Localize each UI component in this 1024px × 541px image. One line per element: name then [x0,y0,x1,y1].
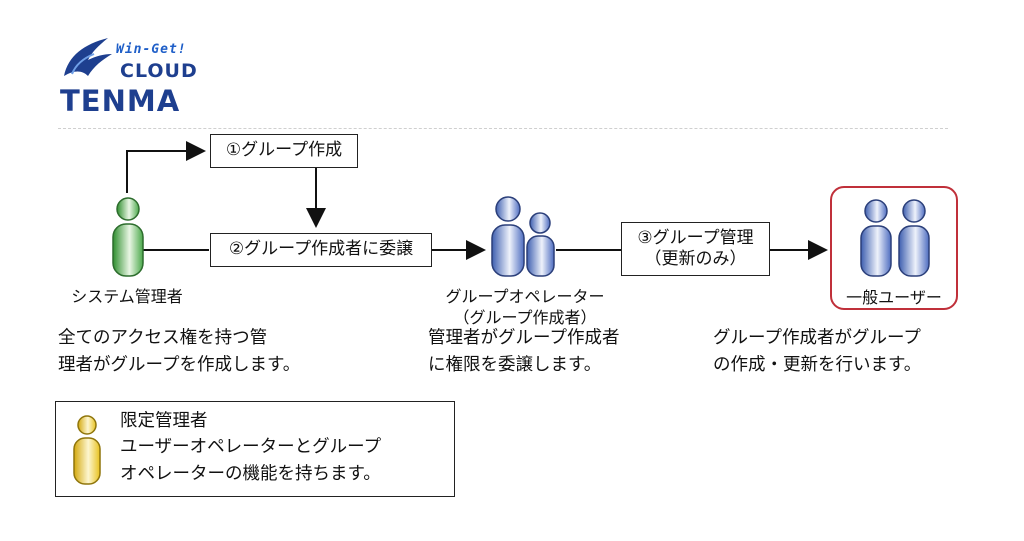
user-description-line1: グループ作成者がグループ [713,328,921,348]
admin-description-line1: 全てのアクセス権を持つ管 [58,328,268,348]
operator-description-line2: に権限を委譲します。 [428,355,602,376]
arrow-admin-to-step1 [126,141,206,193]
legend-text: 限定管理者 ユーザーオペレーターとグループ オペレーターの機能を持ちます。 [120,408,381,487]
step1-label: ①グループ作成 [225,140,343,161]
system-admin-label: システム管理者 [71,287,183,306]
group-operator-label-line2: （グループ作成者） [453,308,597,327]
group-operator-people-icon [491,196,555,277]
step3-label-line2: （更新のみ） [644,249,747,269]
limited-admin-person-icon [73,415,101,485]
legend-box: 限定管理者 ユーザーオペレーターとグループ オペレーターの機能を持ちます。 [55,401,455,497]
admin-description: 全てのアクセス権を持つ管 理者がグループを作成します。 [58,325,300,379]
header-divider [58,128,948,129]
legend-line1: ユーザーオペレーターとグループ [120,437,382,458]
general-user-box: 一般ユーザー [830,186,958,310]
logo: Win-Get! CLOUD TENMA [58,36,218,118]
step2-delegate-box: ②グループ作成者に委譲 [210,233,432,267]
logo-tenma: TENMA [60,84,181,118]
system-admin-person-icon [112,197,144,277]
general-user-label: 一般ユーザー [846,288,942,307]
logo-cloud: CLOUD [120,60,198,82]
group-operator-label-line1: グループオペレーター [445,287,605,306]
operator-description-line1: 管理者がグループ作成者 [428,328,620,348]
general-users-people-icon [860,199,930,277]
pegasus-logo-icon [64,38,112,76]
step3-label-line1: ③グループ管理 [637,227,754,248]
step1-create-group-box: ①グループ作成 [210,134,358,168]
operator-description: 管理者がグループ作成者 に権限を委譲します。 [428,325,619,379]
legend-title: 限定管理者 [120,411,208,431]
legend-line2: オペレーターの機能を持ちます。 [120,463,381,484]
user-description: グループ作成者がグループ の作成・更新を行います。 [713,325,921,379]
logo-tagline: Win-Get! [116,42,187,57]
step2-label: ②グループ作成者に委譲 [228,239,414,260]
step3-manage-box: ③グループ管理 （更新のみ） [621,222,770,276]
admin-description-line2: 理者がグループを作成します。 [58,355,301,376]
user-description-line2: の作成・更新を行います。 [713,355,922,376]
